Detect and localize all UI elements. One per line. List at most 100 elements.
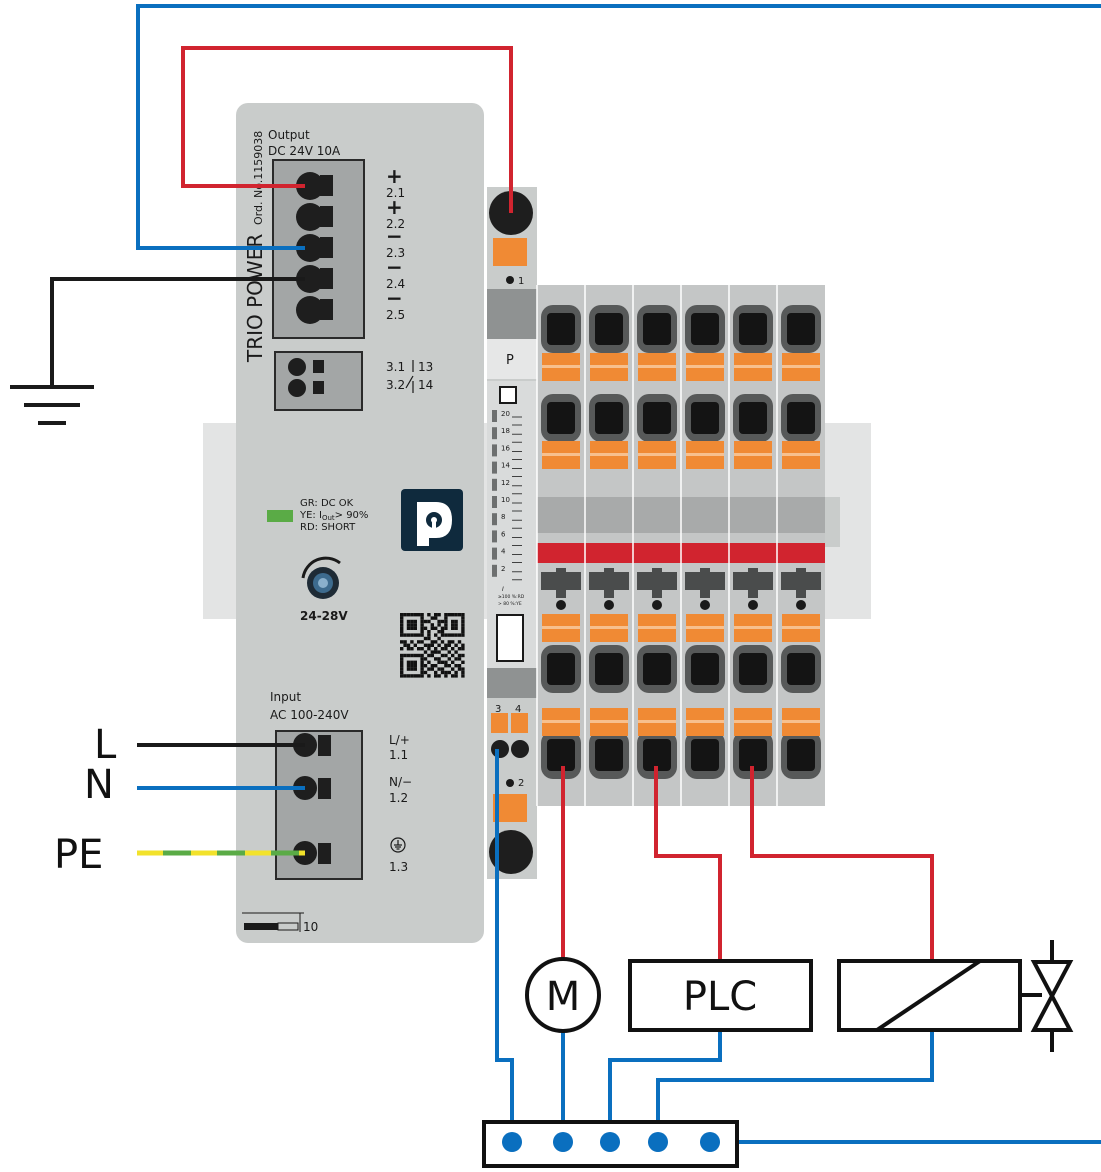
clamp-opening[interactable] [643,653,671,685]
clamp-opening[interactable] [739,653,767,685]
qr-module [444,647,448,651]
push-button-highlight [782,453,820,456]
clamp-opening[interactable] [787,313,815,345]
test-point[interactable] [652,600,662,610]
qr-module [461,613,465,617]
qr-module [444,664,448,668]
terminal-3-2-screw[interactable] [288,379,306,397]
qr-code-icon [400,613,465,678]
qr-module [437,650,441,654]
breaker-bottom-screw[interactable] [489,830,533,874]
clamp-opening[interactable] [739,402,767,434]
aux-button-3[interactable] [491,713,508,733]
qr-module [444,660,448,664]
output-terminal-labels: + 2.1 + 2.2 − 2.3 − 2.4 − 2.5 [386,164,405,322]
scale-bar [492,478,497,491]
qr-module [403,640,407,644]
qr-module [413,667,417,671]
clamp-opening[interactable] [547,313,575,345]
qr-module [437,623,441,627]
polarity-2-5: − [386,286,403,310]
qr-module [447,643,451,647]
scale-bar [492,427,497,440]
qr-module [461,647,465,651]
clamp-opening[interactable] [595,653,623,685]
wire-ground [50,277,305,387]
terminal-1-1-socket [318,735,331,756]
clamp-opening[interactable] [547,402,575,434]
terminal-2-2-screw[interactable] [296,203,324,231]
clamp-opening[interactable] [691,313,719,345]
voltage-adjust-knob-icon[interactable] [301,556,341,599]
clamp-opening[interactable] [595,313,623,345]
test-point[interactable] [556,600,566,610]
qr-module [430,643,434,647]
test-point[interactable] [700,600,710,610]
clamp-opening[interactable] [787,653,815,685]
clamp-opening[interactable] [643,313,671,345]
clamp-opening[interactable] [691,402,719,434]
clamp-opening[interactable] [739,313,767,345]
breaker-top-button[interactable] [493,238,527,266]
clamp-opening[interactable] [691,739,719,771]
qr-module [461,623,465,627]
clamp-opening[interactable] [787,739,815,771]
breaker-reset-lever[interactable] [496,614,524,662]
test-point[interactable] [604,600,614,610]
terminal-3-1-screw[interactable] [288,358,306,376]
qr-module [410,674,414,678]
motor-symbol [525,957,601,1033]
clamp-opening[interactable] [595,739,623,771]
status-line-rd: RD: SHORT [300,522,356,533]
qr-module [403,613,407,617]
qr-module [437,667,441,671]
qr-module [413,653,417,658]
plc-box [628,959,813,1032]
qr-module [440,630,445,634]
qr-module [461,626,465,630]
aux-screw-3[interactable] [491,740,509,758]
plc-label: PLC [683,974,757,1020]
din-foot-value: 10 [303,920,318,934]
clamp-opening[interactable] [595,402,623,434]
qr-module [454,670,458,675]
clamp-opening[interactable] [547,653,575,685]
qr-module [417,633,421,637]
output-rating: DC 24V 10A [268,144,341,158]
qr-module [400,623,404,627]
clamp-opening[interactable] [643,739,671,771]
clamp-opening[interactable] [739,739,767,771]
terminal-1-2-socket [318,778,331,799]
qr-module [420,664,424,668]
qr-module [417,674,421,678]
push-button-highlight [734,453,772,456]
clamp-opening[interactable] [547,739,575,771]
clamp-opening[interactable] [787,402,815,434]
test-point[interactable] [748,600,758,610]
qr-module [451,674,455,678]
scale-tick-label: 16 [501,444,510,452]
clamp-opening[interactable] [643,402,671,434]
qr-module [413,626,417,630]
terminal-2-1-screw[interactable] [296,172,324,200]
qr-module [420,633,424,637]
qr-module [410,664,414,668]
terminal-2-3-screw[interactable] [296,234,324,262]
push-button-highlight [542,365,580,368]
qr-module [447,633,451,637]
test-point[interactable] [796,600,806,610]
qr-module [434,674,438,678]
qr-module [406,664,411,668]
scale-bar [492,461,497,474]
clamp-opening[interactable] [691,653,719,685]
terminal-2-4-screw[interactable] [296,265,324,293]
qr-module [403,674,407,678]
aux-button-4[interactable] [511,713,528,733]
terminal-2-5-screw[interactable] [296,296,324,324]
bridge-slot-stem [556,568,566,598]
push-button-highlight [590,720,628,723]
push-button-highlight [686,626,724,629]
aux-screw-4[interactable] [511,740,529,758]
qr-module [440,640,445,644]
